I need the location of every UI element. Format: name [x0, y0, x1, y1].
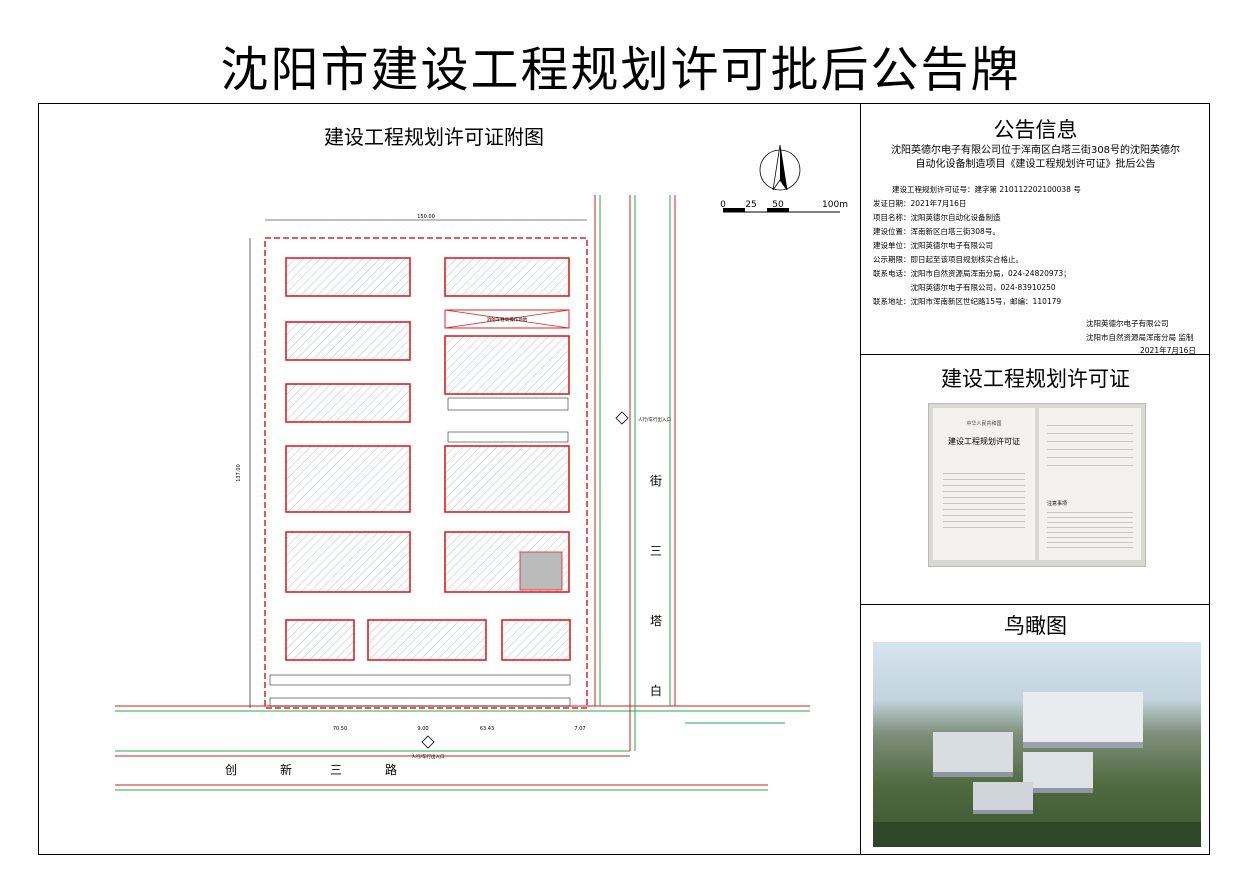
- street-label-h4: 路: [385, 762, 397, 777]
- permit-page-left: 中华人民共和国 建设工程规划许可证: [933, 408, 1035, 560]
- site-plan-title: 建设工程规划许可证附图: [324, 125, 544, 149]
- site-plan-drawing: N 0 25 50 100m 创 新 三 路 街 三 塔 白 150.: [115, 144, 848, 791]
- svg-text:9.00: 9.00: [417, 726, 428, 732]
- street-label-h2: 新: [280, 762, 292, 777]
- roads: [115, 195, 810, 791]
- aerial-building-4: [973, 782, 1033, 814]
- aerial-building-3: [1023, 752, 1093, 793]
- aerial-building-main: [1023, 692, 1143, 748]
- entrance-bottom-icon: [421, 735, 435, 749]
- notice-line-5: 公示期限：即日起至该项目规划核实合格止。: [873, 255, 1023, 264]
- building-7: [444, 335, 570, 395]
- street-label-h3: 三: [330, 763, 342, 777]
- building-10: [285, 619, 355, 661]
- notice-line-8: 联系地址：沈阳市浑南新区世纪路15号，邮编：110179: [873, 297, 1062, 306]
- entrance-top-icon: [615, 411, 629, 425]
- notice-line-3: 建设位置：浑南新区白塔三街308号。: [873, 227, 1000, 236]
- fire-lane-label: 消防车登高操作场地: [487, 316, 528, 323]
- svg-text:50: 50: [772, 200, 784, 210]
- scale-bar: 0 25 50 100m: [720, 200, 848, 213]
- building-11: [367, 619, 487, 661]
- entrance-bottom-label: 人行/车行出入口: [411, 753, 444, 760]
- building-3: [285, 383, 411, 423]
- notice-line-2: 项目名称：沈阳英德尔自动化设备制造: [873, 213, 1001, 222]
- notice-line-4: 建设单位：沈阳英德尔电子有限公司: [873, 241, 993, 250]
- svg-text:70.50: 70.50: [333, 726, 347, 732]
- parking-spaces: [269, 397, 571, 707]
- notice-signer-2: 沈阳市自然资源局浑南分局 监制: [1086, 333, 1194, 342]
- svg-text:0: 0: [720, 200, 726, 210]
- street-label-v3: 塔: [650, 614, 662, 628]
- building-8: [444, 445, 570, 513]
- permit-page-right: 注意事项: [1039, 408, 1141, 560]
- notice-signer-1: 沈阳英德尔电子有限公司: [1086, 319, 1169, 328]
- svg-text:63.43: 63.43: [480, 726, 494, 732]
- north-arrow-icon: [759, 144, 801, 191]
- notice-line-0: 建设工程规划许可证号：建字第 210112202100038 号: [892, 185, 1081, 194]
- entrance-top-label: 人行/车行出入口: [638, 416, 671, 423]
- notice-line-6: 联系电话：沈阳市自然资源局浑南分局，024-24820973；: [873, 269, 1071, 278]
- street-label-v4: 白: [650, 683, 662, 698]
- annex-structure: [519, 551, 563, 591]
- building-4: [285, 445, 411, 513]
- fire-lane-area: [444, 309, 570, 329]
- permit-section: [861, 355, 1210, 605]
- notice-section: [861, 103, 1210, 355]
- page-title: 沈阳市建设工程规划许可批后公告牌: [220, 42, 1021, 98]
- notice-title: 公告信息: [993, 118, 1078, 142]
- aerial-image: [873, 642, 1201, 847]
- svg-text:7.07: 7.07: [574, 726, 585, 732]
- building-6: [444, 257, 570, 297]
- street-label-v1: 街: [650, 474, 662, 488]
- aerial-title: 鸟瞰图: [1004, 614, 1067, 638]
- notice-headline-2: 自动化设备制造项目《建设工程规划许可证》批后公告: [915, 159, 1156, 170]
- notice-board-frame: [38, 103, 1210, 855]
- buildings: [285, 257, 571, 661]
- street-label-h1: 创: [225, 763, 237, 777]
- svg-text:150.00: 150.00: [417, 214, 435, 220]
- building-2: [285, 321, 411, 361]
- building-1: [285, 257, 411, 297]
- aerial-building-2: [933, 732, 1013, 777]
- site-plan-panel: [38, 103, 861, 855]
- street-label-v2: 三: [650, 544, 662, 558]
- permit-title: 建设工程规划许可证: [941, 367, 1130, 391]
- svg-text:25: 25: [745, 200, 756, 210]
- notice-headline-1: 沈阳英德尔电子有限公司位于浑南区白塔三街308号的沈阳英德尔: [890, 145, 1181, 156]
- svg-text:137.00: 137.00: [236, 464, 242, 482]
- notice-date: 2021年7月16日: [1140, 346, 1196, 355]
- building-5: [285, 531, 411, 593]
- notice-line-7: 沈阳英德尔电子有限公司，024-83910250: [873, 283, 1056, 292]
- svg-text:100m: 100m: [822, 200, 848, 210]
- building-12: [501, 619, 571, 661]
- notice-line-1: 发证日期：2021年7月16日: [873, 199, 967, 208]
- aerial-trees: [873, 822, 1201, 847]
- permit-photo: 中华人民共和国 建设工程规划许可证 注意事项: [928, 403, 1146, 567]
